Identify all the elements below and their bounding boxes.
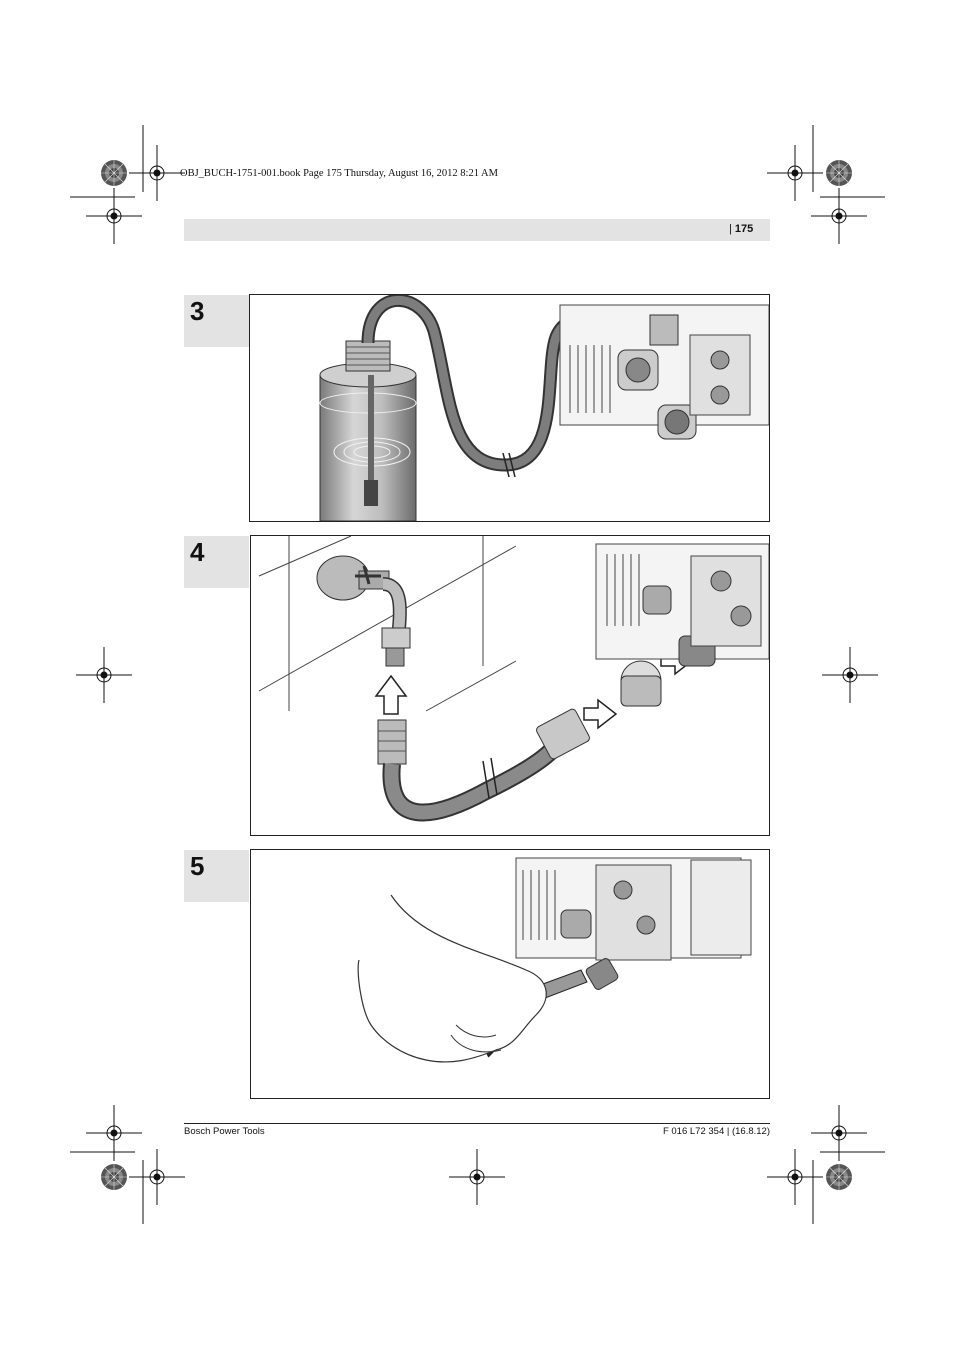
footer-doc-code: F 016 L72 354 | (16.8.12) xyxy=(662,1126,770,1137)
print-info-line: OBJ_BUCH-1751-001.book Page 175 Thursday… xyxy=(180,168,498,179)
page-number-value: 175 xyxy=(734,223,754,235)
step-number: 5 xyxy=(190,851,205,881)
step-number: 4 xyxy=(190,537,205,567)
header-bar xyxy=(184,219,770,241)
step-tab-5 xyxy=(184,850,249,902)
figure-3-illustration xyxy=(319,295,769,521)
step-tab-3 xyxy=(184,295,249,347)
figure-3-frame xyxy=(249,294,770,522)
figure-5-illustration xyxy=(357,857,752,1063)
figure-4-illustration xyxy=(258,536,769,822)
footer-rule xyxy=(184,1123,770,1124)
step-number: 3 xyxy=(190,296,205,326)
figure-4-frame xyxy=(250,535,770,836)
step-tab-4 xyxy=(184,536,249,588)
footer-brand: Bosch Power Tools xyxy=(184,1126,265,1137)
page-number: |175 xyxy=(729,223,754,235)
figure-5-frame xyxy=(250,849,770,1099)
